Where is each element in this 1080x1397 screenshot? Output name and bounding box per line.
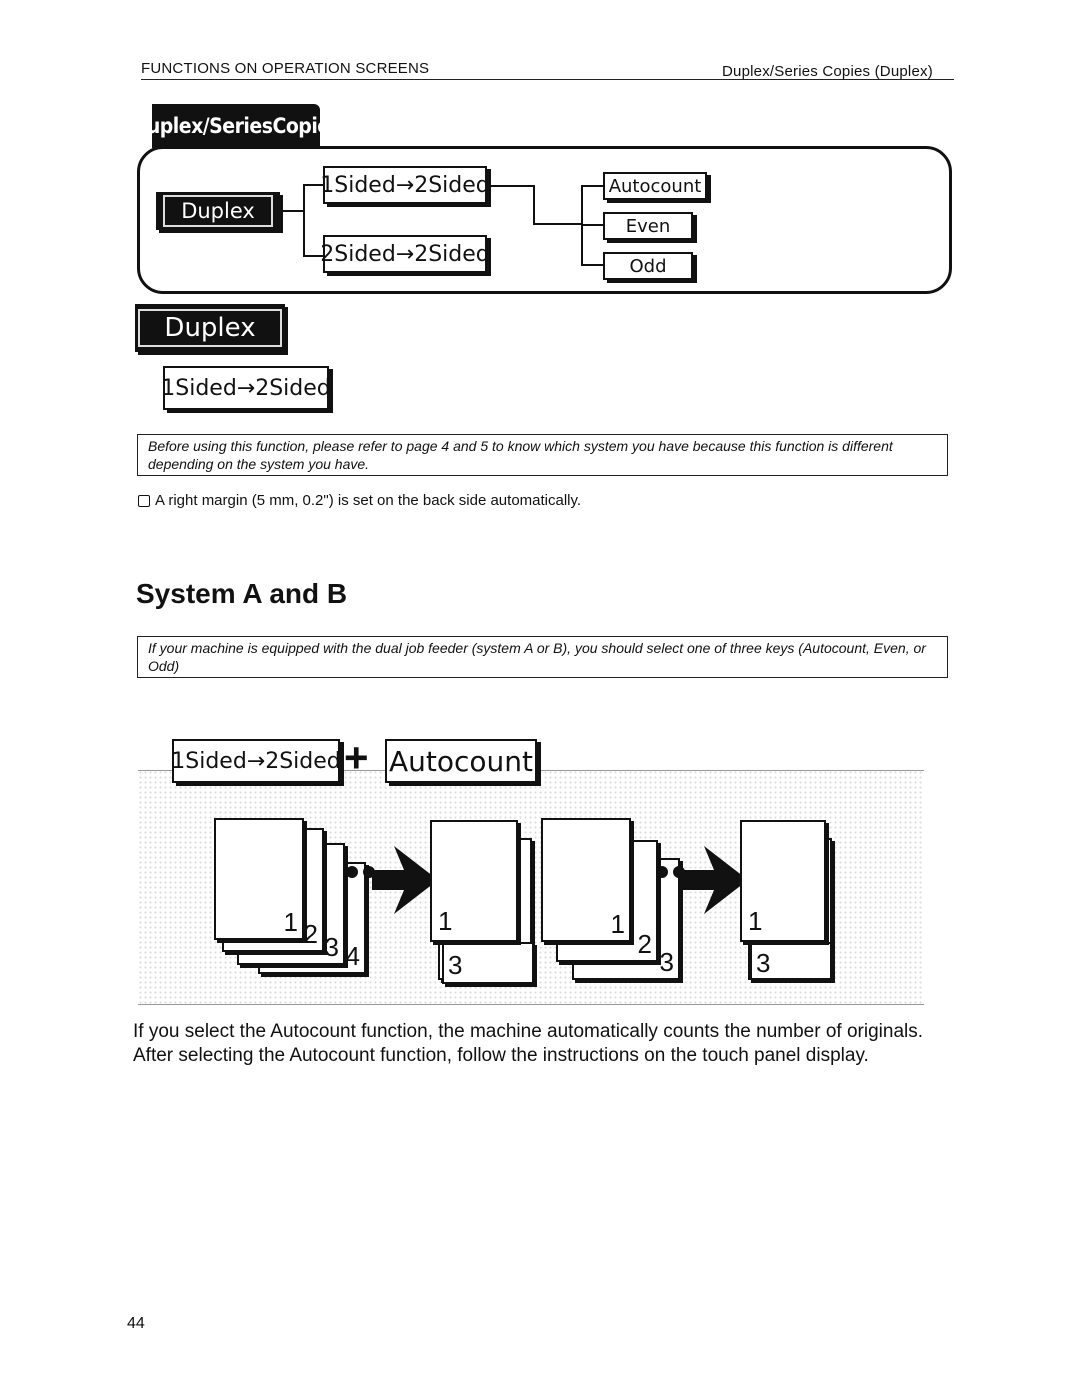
illus-1sided-2sided-key[interactable]: 1Sided→2Sided [171, 739, 341, 783]
page-number-label: 3 [324, 932, 339, 962]
header-left: FUNCTIONS ON OPERATION SCREENS [141, 60, 430, 77]
page-number-label: 3 [659, 947, 674, 977]
autocount-key-label: Autocount [608, 175, 702, 197]
page-number: 44 [127, 1315, 145, 1332]
duplex-series-tab[interactable]: Duplex/SeriesCopies [132, 104, 341, 148]
bullet-checkbox-icon [138, 495, 150, 507]
connector [491, 185, 533, 187]
section-title: System A and B [136, 578, 348, 609]
even-key[interactable]: Even [603, 212, 693, 240]
connector [281, 210, 303, 212]
ellipsis-dot [346, 866, 358, 878]
page-number-label: 2 [637, 929, 652, 959]
page-number-label: 1 [283, 907, 298, 937]
connector [533, 223, 581, 225]
note-system-check: Before using this function, please refer… [137, 434, 948, 476]
illus-1sided-2sided-key-label: 1Sided→2Sided [171, 748, 341, 774]
illustration-bottom-line [138, 1004, 924, 1005]
original-page-1: 1 [541, 818, 631, 942]
connector [303, 184, 305, 256]
note-dual-job-feeder: If your machine is equipped with the dua… [137, 636, 948, 678]
ellipsis-dot [656, 866, 668, 878]
illus-autocount-key-label: Autocount [388, 744, 533, 778]
2sided-2sided-key-label: 2Sided→2Sided [320, 241, 490, 267]
autocount-key[interactable]: Autocount [603, 172, 707, 200]
connector [303, 184, 323, 186]
page-number-label: 1 [748, 906, 763, 936]
copy-sheet-3: 3 [442, 942, 534, 984]
header-rule [141, 79, 954, 80]
connector [533, 185, 535, 225]
duplex-key-large[interactable]: Duplex [135, 304, 285, 352]
duplex-key[interactable]: Duplex [156, 192, 280, 230]
bullet-text: A right margin (5 mm, 0.2") is set on th… [155, 492, 582, 509]
page-number-label: 3 [448, 950, 463, 980]
page-number-label: 1 [610, 909, 625, 939]
odd-key[interactable]: Odd [603, 252, 693, 280]
1sided-2sided-key-large-label: 1Sided→2Sided [161, 375, 331, 401]
duplex-key-label: Duplex [163, 195, 273, 227]
connector [581, 224, 603, 226]
odd-key-label: Odd [629, 255, 667, 277]
autocount-description: If you select the Autocount function, th… [133, 1021, 924, 1066]
duplex-key-large-label: Duplex [138, 309, 282, 347]
1sided-2sided-key[interactable]: 1Sided→2Sided [320, 166, 490, 204]
arrow-right-icon [682, 846, 748, 914]
original-page-1: 1 [214, 818, 304, 940]
header-right: Duplex/Series Copies (Duplex) [722, 63, 933, 80]
2sided-2sided-key[interactable]: 2Sided→2Sided [320, 235, 490, 273]
page-number-label: 2 [303, 919, 318, 949]
connector [581, 264, 603, 266]
note-dual-job-feeder-text: If your machine is equipped with the dua… [148, 640, 926, 674]
arrow-right-icon [372, 846, 438, 914]
1sided-2sided-key-large[interactable]: 1Sided→2Sided [161, 366, 331, 410]
plus-sign: + [344, 734, 369, 781]
illus-autocount-key[interactable]: Autocount [385, 739, 537, 783]
menu-frame [137, 146, 952, 294]
note-system-check-text: Before using this function, please refer… [148, 438, 893, 472]
copy-sheet-1: 1 [740, 820, 826, 942]
duplex-series-tab-label: Duplex/SeriesCopies [131, 114, 341, 138]
1sided-2sided-key-label: 1Sided→2Sided [320, 172, 490, 198]
even-key-label: Even [625, 215, 671, 237]
copy-sheet-3: 3 [750, 942, 832, 980]
connector [581, 185, 603, 187]
copy-sheet-1: 1 [430, 820, 518, 942]
page-number-label: 1 [438, 906, 453, 936]
page-number-label: 4 [345, 941, 360, 971]
page-number-label: 3 [756, 948, 771, 978]
connector [303, 255, 323, 257]
